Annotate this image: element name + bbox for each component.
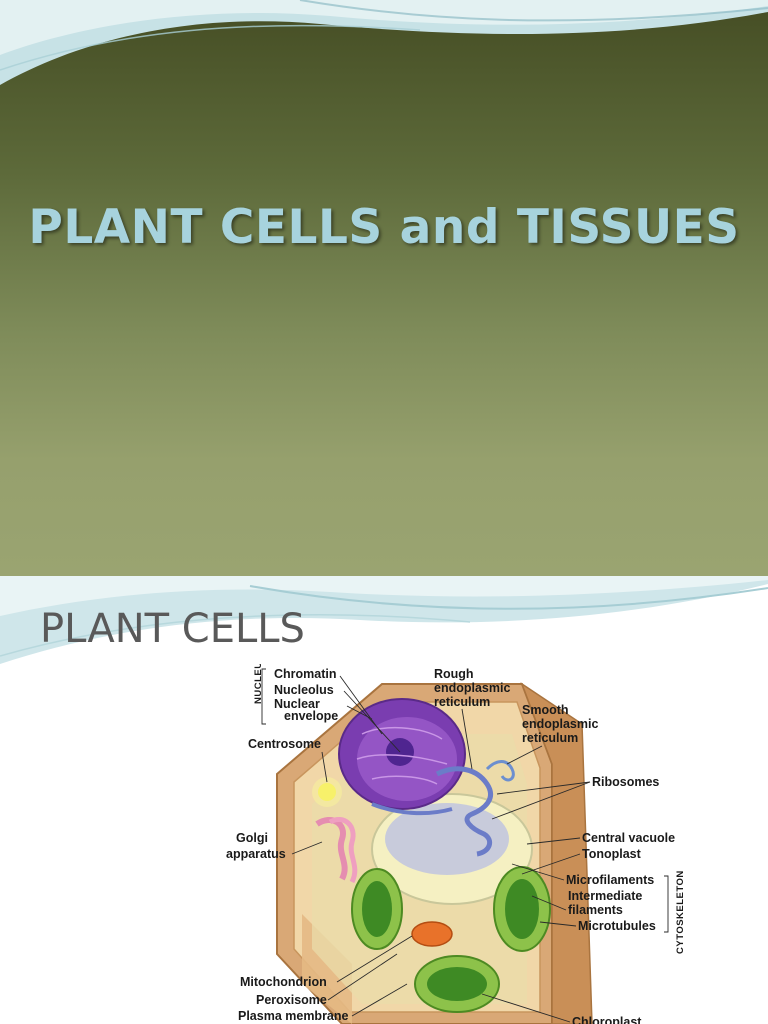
plant-cells-slide: PLANT CELLS — [0, 576, 768, 1024]
label-chromatin: Chromatin — [274, 667, 337, 681]
nucleus — [338, 698, 466, 810]
label-microtubules: Microtubules — [578, 919, 656, 933]
label-golgi-1: Golgi — [236, 831, 268, 845]
label-golgi-2: apparatus — [226, 847, 286, 861]
label-peroxisome: Peroxisome — [256, 993, 327, 1007]
smooth-er — [485, 760, 515, 782]
label-central-vacuole: Central vacuole — [582, 831, 675, 845]
label-microfilaments: Microfilaments — [566, 873, 654, 887]
label-smooth-3: reticulum — [522, 731, 578, 745]
header-wave — [0, 576, 768, 664]
label-mitochondrion: Mitochondrion — [240, 975, 327, 989]
label-ribosomes: Ribosomes — [592, 775, 659, 789]
label-tonoplast: Tonoplast — [582, 847, 642, 861]
title-slide: PLANT CELLS and TISSUES — [0, 0, 768, 576]
label-plasma-membrane: Plasma membrane — [238, 1009, 349, 1023]
label-centrosome: Centrosome — [248, 737, 321, 751]
slide-title: PLANT CELLS — [40, 606, 305, 652]
label-rough-3: reticulum — [434, 695, 490, 709]
label-nuclear-2: envelope — [284, 709, 338, 723]
label-chloroplast: Chloroplast — [572, 1015, 642, 1024]
label-nucleolus: Nucleolus — [274, 683, 334, 697]
label-rough-2: endoplasmic — [434, 681, 510, 695]
slide-title: PLANT CELLS and TISSUES — [28, 200, 740, 255]
header-wave — [0, 0, 768, 85]
label-smooth-1: Smooth — [522, 703, 569, 717]
label-nuclear-1: Nuclear — [274, 697, 320, 711]
rough-er — [435, 766, 494, 857]
label-nucleus-group: NUCLEUS — [253, 664, 264, 704]
golgi-apparatus — [315, 817, 358, 884]
label-rough-1: Rough — [434, 667, 474, 681]
plant-cell-diagram: NUCLEUS Chromatin Nucleolus Nuclear enve… — [226, 664, 686, 1024]
label-smooth-2: endoplasmic — [522, 717, 598, 731]
label-intermediate-2: filaments — [568, 903, 623, 917]
label-cytoskeleton-group: CYTOSKELETON — [675, 870, 686, 954]
label-intermediate-1: Intermediate — [568, 889, 642, 903]
leader-lines — [291, 675, 591, 1023]
mitochondrion — [411, 921, 453, 947]
